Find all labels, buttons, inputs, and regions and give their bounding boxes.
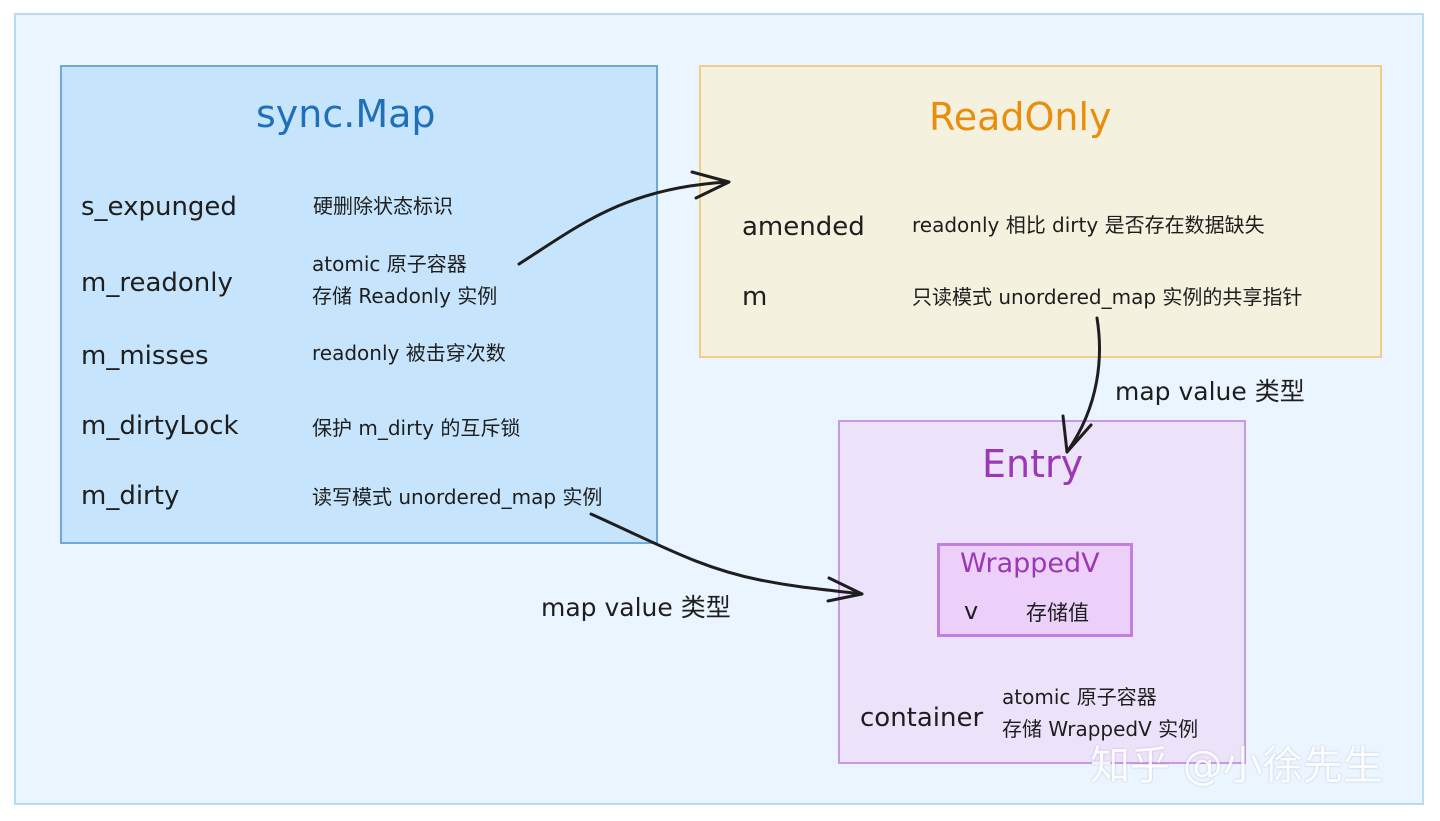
readonly-title: ReadOnly	[929, 95, 1112, 139]
arrow-readonly-to-readonly-box	[517, 170, 731, 266]
field-s-expunged-desc: 硬删除状态标识	[313, 194, 453, 218]
wrappedv-title: WrappedV	[960, 548, 1100, 579]
watermark: 知乎 @小徐先生	[1090, 743, 1383, 789]
field-m-misses-desc: readonly 被击穿次数	[312, 341, 506, 365]
field-m-dirtylock-desc: 保护 m_dirty 的互斥锁	[312, 416, 521, 440]
field-container: container	[860, 703, 984, 733]
field-m-dirtylock: m_dirtyLock	[81, 411, 239, 441]
field-container-desc: atomic 原子容器	[1002, 685, 1157, 709]
field-m-readonly-desc: atomic 原子容器	[312, 252, 467, 276]
sync-map-title: sync.Map	[256, 92, 436, 136]
field-amended-desc: readonly 相比 dirty 是否存在数据缺失	[912, 213, 1265, 237]
edge-label-dirty-entry: map value 类型	[541, 593, 731, 622]
field-container-desc-line2: 存储 WrappedV 实例	[1002, 717, 1199, 741]
field-m-dirty-desc: 读写模式 unordered_map 实例	[312, 485, 603, 509]
readonly-box	[699, 65, 1382, 358]
field-m: m	[742, 282, 768, 312]
field-m-desc: 只读模式 unordered_map 实例的共享指针	[912, 285, 1303, 309]
field-s-expunged: s_expunged	[81, 192, 237, 222]
field-m-readonly-desc-line2: 存储 Readonly 实例	[312, 284, 498, 308]
field-v-desc: 存储值	[1026, 601, 1089, 625]
arrow-dirty-to-entry	[589, 512, 864, 603]
field-m-readonly: m_readonly	[81, 268, 233, 298]
field-m-misses: m_misses	[81, 341, 209, 371]
sync-map-box	[60, 65, 658, 544]
field-m-dirty: m_dirty	[81, 481, 180, 511]
field-v: v	[964, 597, 979, 625]
wrappedv-box	[937, 543, 1133, 637]
edge-label-readonly-entry: map value 类型	[1115, 377, 1305, 406]
field-amended: amended	[742, 212, 865, 242]
arrow-m-to-entry	[1061, 316, 1101, 454]
